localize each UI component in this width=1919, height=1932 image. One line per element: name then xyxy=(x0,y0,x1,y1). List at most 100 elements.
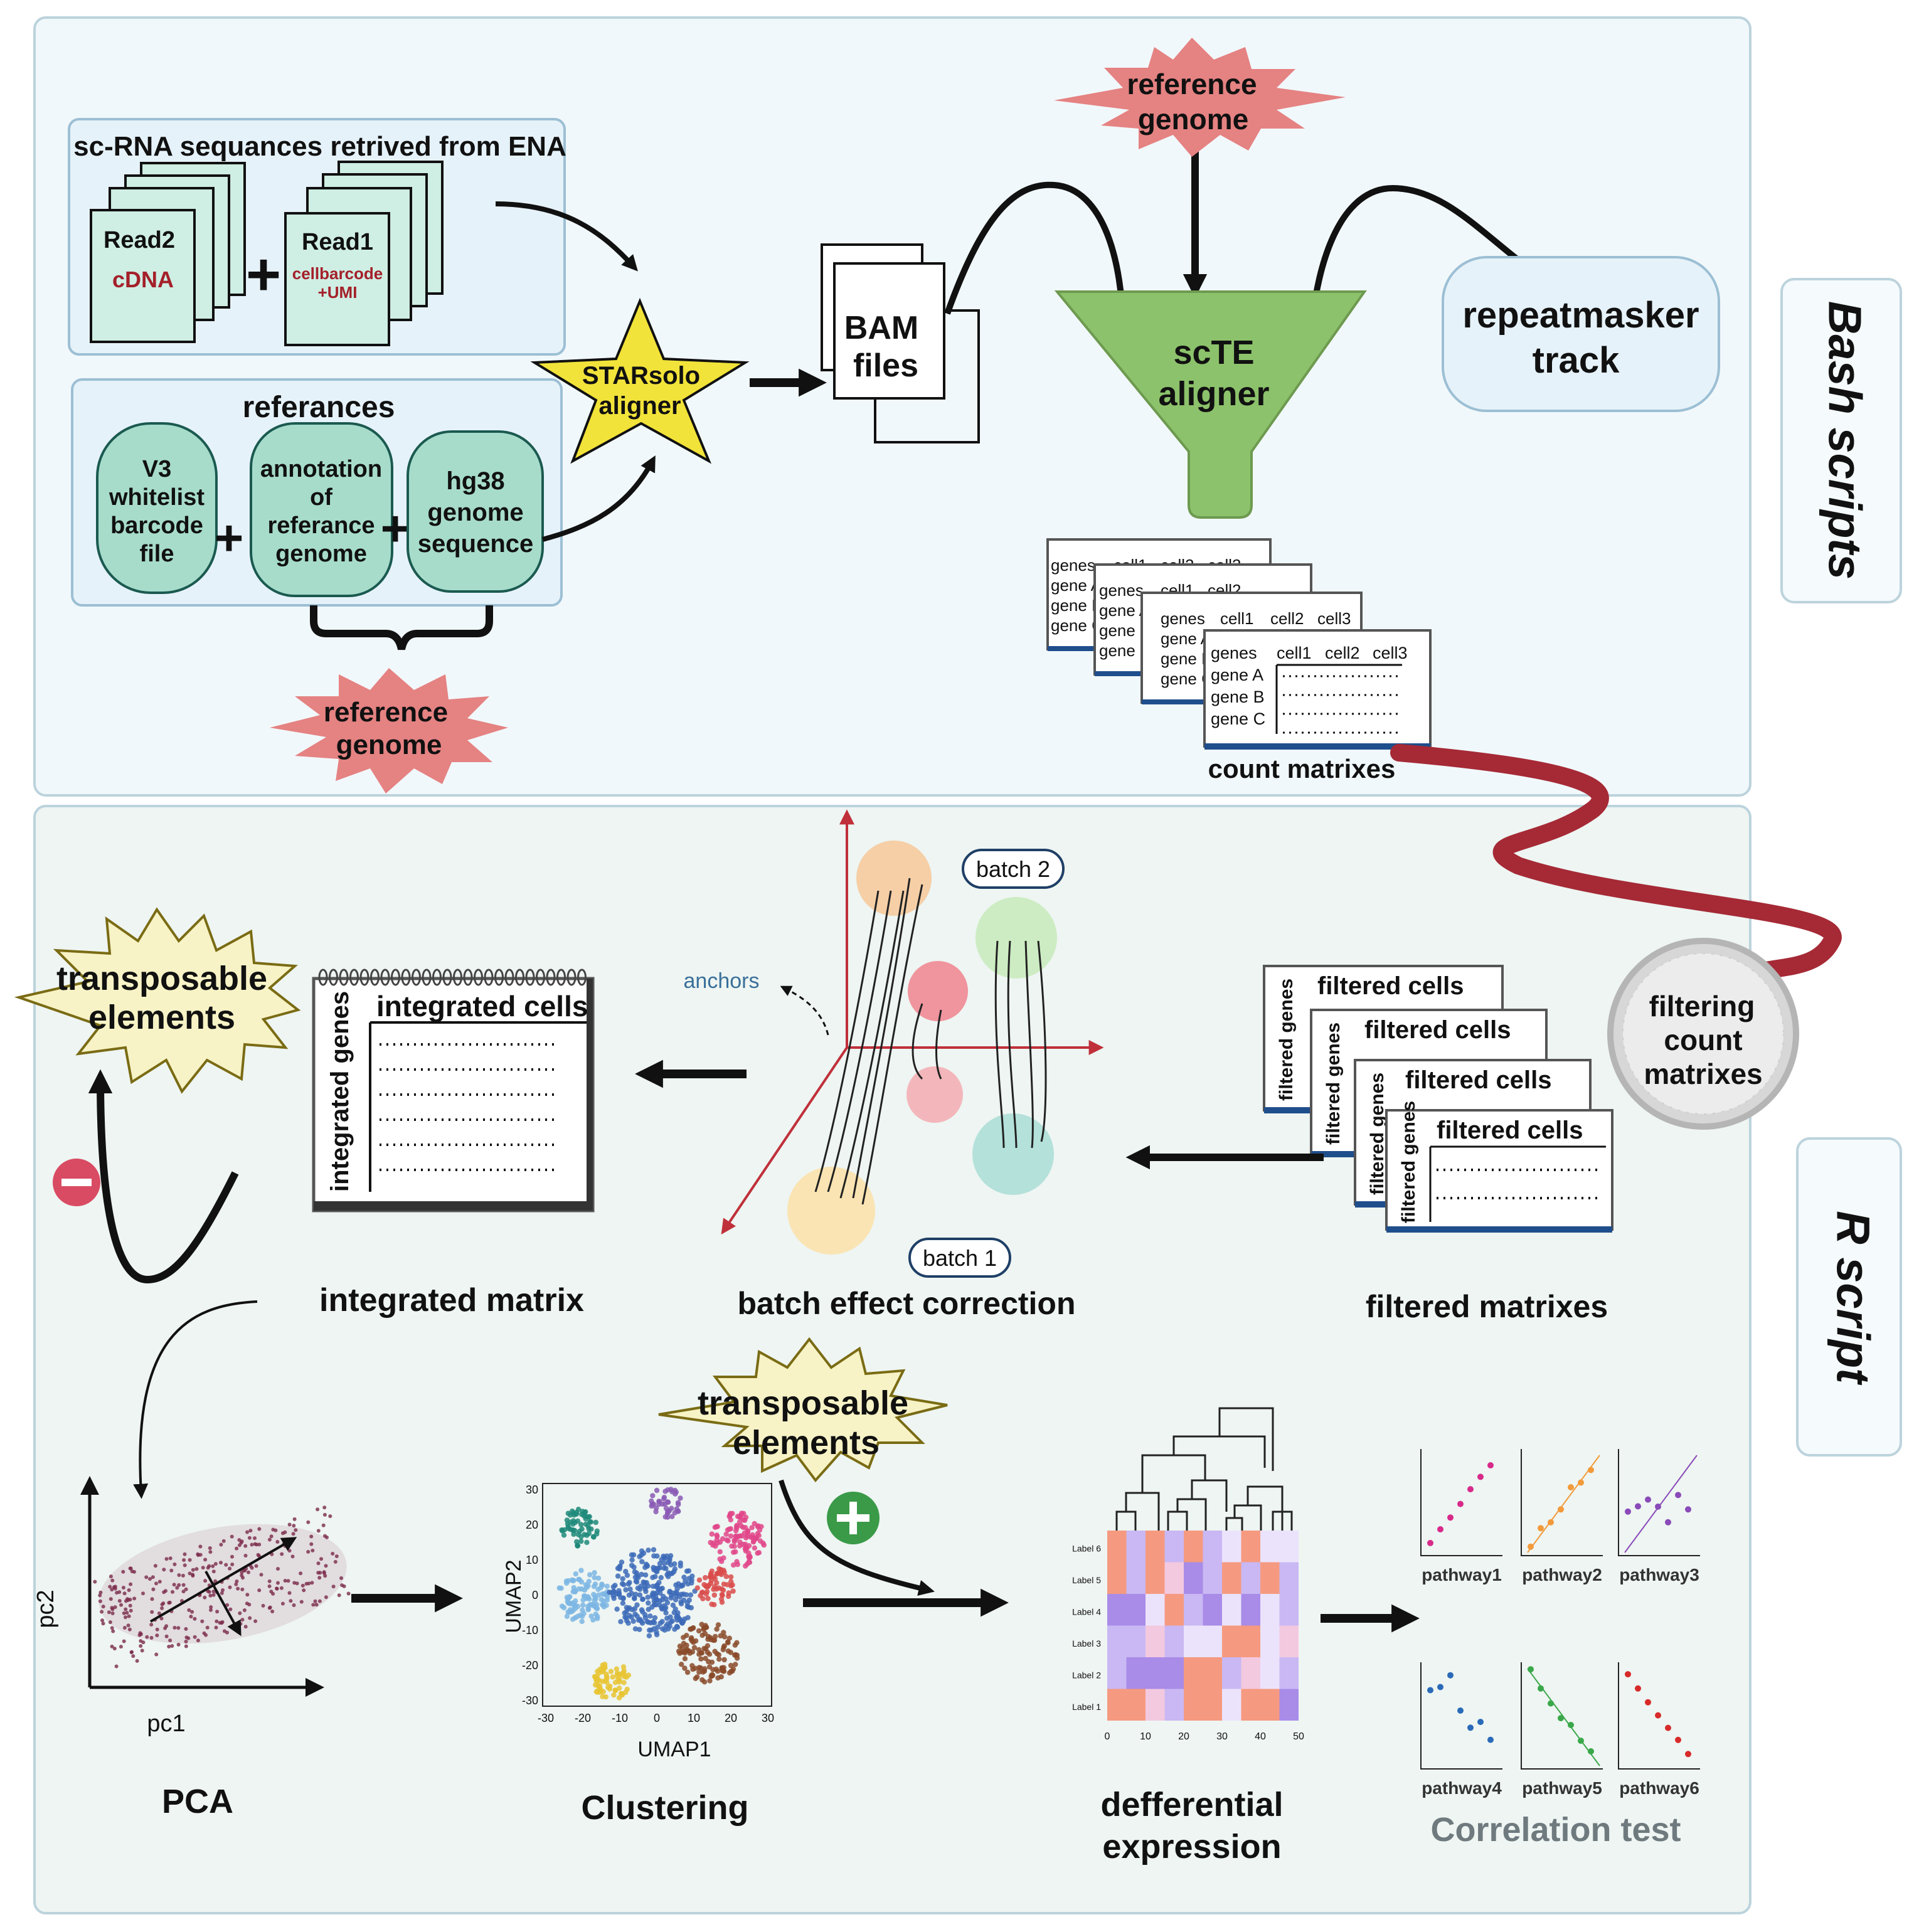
svg-text:filtered genes: filtered genes xyxy=(1323,1022,1344,1145)
svg-text:genome: genome xyxy=(1138,103,1248,135)
heatmap-cell xyxy=(1107,1657,1127,1689)
refs-title: referances xyxy=(243,391,395,424)
svg-text:scTE: scTE xyxy=(1173,334,1254,371)
r-label-box: R script xyxy=(1796,1137,1902,1457)
heatmap-cell xyxy=(1126,1531,1146,1563)
heatmap-row-label: Label 4 xyxy=(1072,1606,1101,1616)
arrow-repeat-to-scte xyxy=(1302,184,1533,341)
svg-text:filtered genes: filtered genes xyxy=(1276,979,1297,1101)
svg-text:genome: genome xyxy=(275,541,367,567)
pathway-label: pathway1 xyxy=(1422,1565,1502,1584)
filtering-circle: filtering count matrixes xyxy=(1607,938,1799,1130)
starsolo-star xyxy=(530,297,750,464)
heatmap-cell xyxy=(1146,1562,1165,1594)
heatmap-cell xyxy=(1260,1625,1280,1657)
svg-text:gene A: gene A xyxy=(1211,666,1263,684)
svg-text:filtering: filtering xyxy=(1649,990,1755,1022)
ref-pill-hg38 xyxy=(407,430,544,593)
heatmap-row-label: Label 3 xyxy=(1072,1638,1101,1648)
arrow-integrated-to-te xyxy=(88,1069,239,1284)
read2-sub: cDNA xyxy=(112,267,174,292)
svg-text:cell3: cell3 xyxy=(1373,644,1408,662)
svg-text:transposable: transposable xyxy=(56,960,267,997)
heatmap-row-label: Label 1 xyxy=(1072,1702,1101,1712)
correlation-plot: pathway3 xyxy=(1618,1449,1700,1584)
svg-text:filtered cells: filtered cells xyxy=(1364,1016,1511,1044)
svg-text:reference: reference xyxy=(324,697,448,728)
svg-text:cell1: cell1 xyxy=(1220,609,1253,628)
heatmap-cell xyxy=(1222,1625,1241,1657)
umap-ytick: 20 xyxy=(526,1519,538,1531)
heatmap-cell xyxy=(1164,1625,1184,1657)
read2-title: Read2 xyxy=(104,227,175,253)
heatmap-cell xyxy=(1260,1689,1280,1721)
scte-funnel xyxy=(1054,290,1367,519)
heatmap-cell xyxy=(1203,1562,1222,1594)
heatmap-xtick: 50 xyxy=(1293,1731,1304,1742)
umap-x-label: UMAP1 xyxy=(637,1738,711,1761)
heatmap-cell xyxy=(1126,1657,1146,1689)
heatmap-cell xyxy=(1126,1625,1146,1657)
plus-ref2: + xyxy=(381,501,410,556)
ref-genome-burst-bottom xyxy=(270,668,508,794)
count-matrix-caption: count matrixes xyxy=(1208,754,1396,783)
umap-xtick: 20 xyxy=(725,1712,737,1724)
heatmap-cell xyxy=(1260,1594,1280,1626)
te-burst-middle xyxy=(658,1337,948,1483)
heatmap-cell xyxy=(1126,1562,1146,1594)
heatmap-cell xyxy=(1203,1531,1222,1563)
heatmap-cell xyxy=(1164,1689,1184,1721)
pathway-label: pathway2 xyxy=(1522,1565,1602,1584)
heatmap-cell xyxy=(1279,1594,1299,1626)
umap-xtick: 10 xyxy=(688,1712,700,1724)
heatmap-cell xyxy=(1241,1531,1260,1563)
heatmap-xtick: 40 xyxy=(1255,1731,1266,1742)
correlation-plot: pathway6 xyxy=(1618,1662,1700,1798)
heatmap-cell xyxy=(1203,1657,1222,1689)
repeatmasker-box xyxy=(1442,256,1720,412)
heatmap-cell xyxy=(1222,1531,1241,1563)
svg-text:STARsolo: STARsolo xyxy=(582,362,700,390)
svg-text:genes: genes xyxy=(1161,609,1205,628)
svg-text:file: file xyxy=(140,541,174,567)
count-matrix-stack: genes cell1 cell2 cell3 gene A gene B ge… xyxy=(1046,538,1432,750)
heatmap-cell xyxy=(1184,1562,1203,1594)
svg-text:genome: genome xyxy=(427,499,523,526)
heatmap-cell xyxy=(1107,1625,1127,1657)
ena-title: sc-RNA sequances retrived from ENA xyxy=(73,131,566,162)
arrow-refs-to-star xyxy=(541,455,656,542)
read1-sub1: cellbarcode xyxy=(292,264,383,283)
plus-ref1: + xyxy=(215,510,244,566)
heatmap-xtick: 20 xyxy=(1178,1731,1189,1742)
heatmap-row-label: Label 5 xyxy=(1072,1575,1101,1585)
svg-text:gene C: gene C xyxy=(1211,709,1265,728)
heatmap-cell xyxy=(1222,1689,1241,1721)
heatmap-cell xyxy=(1203,1594,1222,1626)
arrow-bam-to-scte xyxy=(944,181,1133,341)
heatmap-dendrogram xyxy=(1115,1407,1293,1531)
svg-text:cell2: cell2 xyxy=(1270,609,1304,628)
svg-text:gene B: gene B xyxy=(1211,687,1265,706)
bam-files xyxy=(821,243,980,443)
anchors-label: anchors xyxy=(684,969,760,993)
heatmap-cell xyxy=(1241,1689,1260,1721)
heatmap-cell xyxy=(1203,1625,1222,1657)
batch2-label: batch 2 xyxy=(976,856,1050,882)
heatmap-cell xyxy=(1146,1689,1165,1721)
svg-text:files: files xyxy=(853,348,918,384)
clustering-caption: Clustering xyxy=(581,1789,748,1827)
heatmap-cell xyxy=(1184,1689,1203,1721)
bash-label-box: Bash scripts xyxy=(1780,278,1902,603)
pca-caption: PCA xyxy=(162,1783,233,1820)
r-label: R script xyxy=(1827,1211,1879,1386)
svg-text:genes: genes xyxy=(1099,581,1144,600)
pathway-label: pathway6 xyxy=(1619,1778,1699,1798)
correlation-plot: pathway2 xyxy=(1521,1449,1603,1584)
umap-ytick: -10 xyxy=(522,1624,538,1637)
read1-sub2: +UMI xyxy=(318,283,358,302)
heatmap-xtick: 10 xyxy=(1140,1731,1151,1742)
heatmap-cell xyxy=(1146,1531,1165,1563)
arrow-integrated-to-pca xyxy=(133,1300,258,1499)
heatmap-row-label: Label 6 xyxy=(1072,1543,1101,1553)
